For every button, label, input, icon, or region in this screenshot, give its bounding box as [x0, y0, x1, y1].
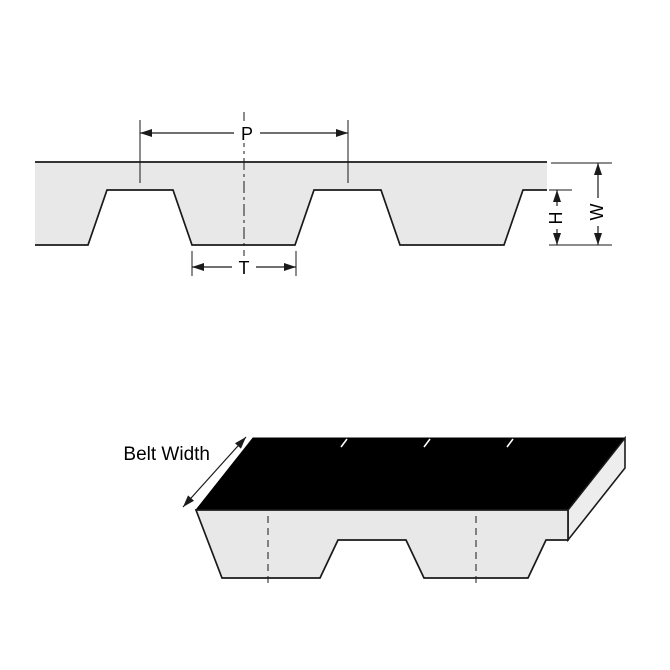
belt-front-face [194, 509, 569, 579]
belt-tooth-profile [35, 189, 547, 246]
belt-thickness-label-bg [589, 198, 607, 226]
belt-cross-section: P T H W [35, 112, 612, 278]
tooth-width-label-bg [232, 256, 256, 277]
pitch-label: P [241, 124, 253, 144]
tooth-height-label: H [546, 212, 566, 225]
top-surface-notch-3 [506, 438, 514, 448]
top-surface-notch-2 [423, 438, 431, 448]
tooth-height-dimension: H [546, 189, 572, 245]
top-surface-notch-1 [340, 438, 348, 448]
belt-width-label: Belt Width [123, 444, 210, 465]
belt-thickness-dimension: W [549, 162, 612, 246]
pitch-label-bg [234, 121, 260, 143]
belt-thickness-label: W [587, 204, 607, 221]
belt-top-surface [194, 437, 627, 511]
pitch-dimension: P [140, 121, 348, 144]
belt-width-arrow [182, 436, 247, 508]
tooth-height-label-bg [549, 206, 565, 229]
belt-profile-fill [35, 162, 547, 245]
tooth-width-label: T [239, 258, 250, 278]
belt-3d-view: Belt Width [123, 435, 627, 586]
belt-width-dimension: Belt Width [123, 436, 247, 508]
tooth-width-dimension: T [191, 251, 297, 278]
